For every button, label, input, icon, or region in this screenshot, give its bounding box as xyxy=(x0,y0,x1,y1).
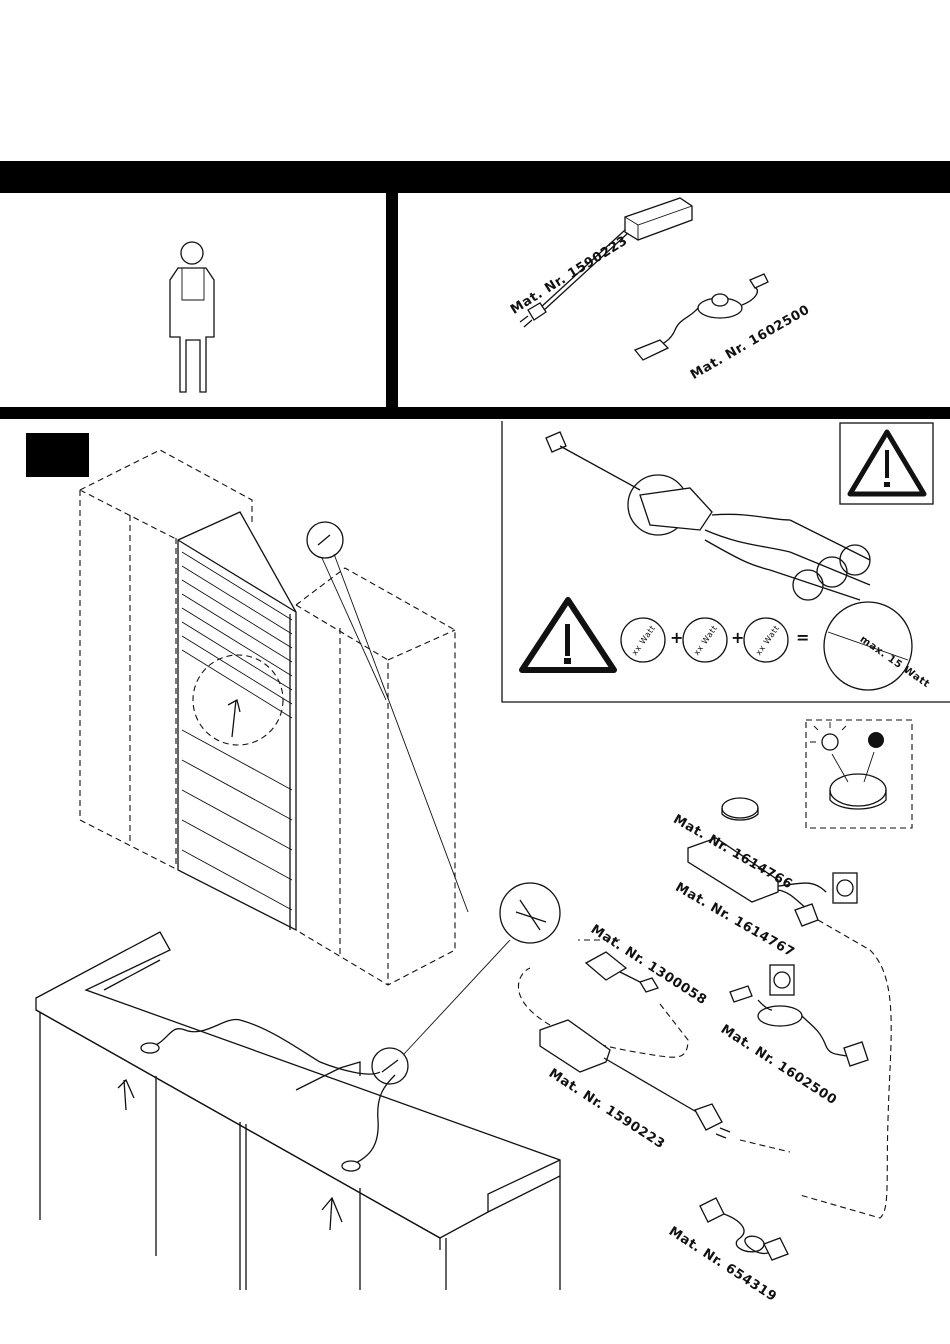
plus-sign-2: + xyxy=(731,628,745,647)
driver-part-top xyxy=(520,198,692,327)
wardrobe-drawing xyxy=(80,450,468,985)
remote-part xyxy=(722,798,758,820)
remote-switch-box xyxy=(806,720,912,828)
person-icon xyxy=(170,242,214,392)
receiver-part xyxy=(688,838,891,1218)
warning-triangle-icon xyxy=(522,600,614,670)
bulb-off-icon xyxy=(868,732,884,748)
plus-sign-1: + xyxy=(670,628,684,647)
equals-sign: = xyxy=(796,628,810,647)
warning-triangle-icon xyxy=(840,423,933,504)
wardrobe-top-detail xyxy=(36,883,560,1290)
bulb-on-icon xyxy=(810,722,846,750)
